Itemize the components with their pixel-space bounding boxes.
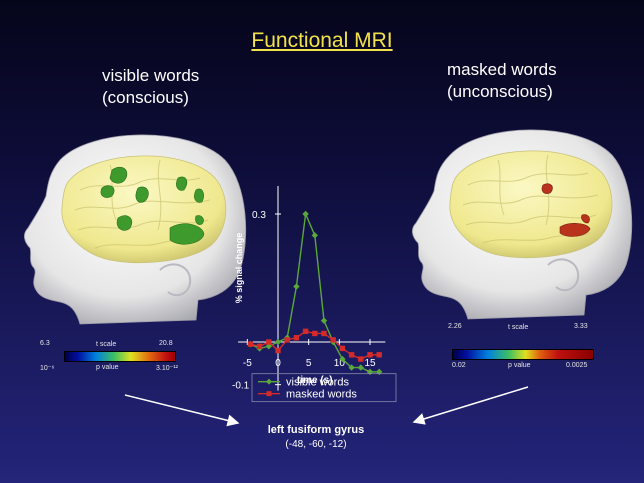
left-t-max: 20.8 (159, 340, 173, 347)
masked-point (367, 352, 373, 358)
right-t-min: 2.26 (448, 323, 462, 330)
right-p-min: 0.02 (452, 362, 466, 369)
ear (159, 263, 192, 297)
masked-point (330, 337, 336, 343)
x-axis-label: time (s) (297, 375, 333, 386)
right-p-max: 0.0025 (566, 362, 588, 369)
left-p-max: 3.10⁻¹² (156, 365, 178, 372)
legend-label: visible words (286, 377, 349, 389)
visible-point (348, 364, 355, 371)
visible-point (357, 364, 364, 371)
x-tick-label: 10 (334, 358, 346, 369)
activation-blobs (100, 166, 205, 245)
visible-point (376, 368, 383, 376)
y-axis-label: % signal change (234, 233, 244, 304)
visible-point (293, 283, 300, 290)
visible-point (320, 317, 328, 324)
x-tick-label: -5 (243, 358, 252, 369)
signal-change-chart: 0.3 -0.1 -5 0 5 10 15 time (s) % signal change vi… (232, 186, 397, 403)
left-color-scale: 6.3 t scale 20.8 10⁻⁶ p value 3.10⁻¹² (40, 340, 190, 372)
masked-point (247, 341, 254, 347)
right-t-label: t scale (508, 324, 529, 331)
visible-point (311, 232, 318, 239)
masked-point (266, 339, 272, 345)
right-t-max: 3.33 (574, 323, 588, 330)
left-colorbar (64, 351, 176, 362)
masked-point (256, 343, 263, 349)
masked-point (348, 352, 355, 358)
left-t-min: 6.3 (40, 340, 50, 347)
right-caption-line2: (unconscious) (447, 82, 553, 101)
right-caption-line1: masked words (447, 60, 557, 79)
visible-point (302, 210, 309, 218)
masked-point (312, 330, 318, 337)
left-t-label: t scale (96, 341, 117, 348)
ear (547, 258, 580, 292)
right-arrow (412, 386, 529, 425)
right-colorbar (452, 349, 594, 360)
right-caption: masked words (unconscious) (447, 59, 557, 103)
legend-box (251, 373, 397, 403)
masked-point (376, 352, 382, 358)
right-brain-render (412, 129, 633, 320)
visible-point (274, 338, 282, 346)
left-caption: visible words (conscious) (102, 65, 199, 109)
masked-point (293, 335, 300, 341)
masked-point (302, 328, 309, 335)
masked-point (339, 345, 346, 352)
left-caption-line1: visible words (102, 66, 200, 85)
left-p-min: 10⁻⁶ (40, 365, 55, 372)
visible-point (339, 355, 346, 363)
masked-point (321, 330, 327, 337)
roi-coords: (-48, -60, -12) (285, 439, 347, 450)
x-tick-label: 15 (364, 358, 376, 369)
right-color-scale: 2.26 t scale 3.33 0.02 p value 0.0025 (448, 323, 598, 369)
masked-point (275, 347, 281, 354)
right-p-label: p value (508, 362, 531, 369)
visible-point (265, 343, 272, 350)
visible-point (366, 368, 374, 376)
activation-blobs (541, 183, 591, 237)
masked-point (358, 356, 364, 362)
slide-title: Functional MRI (251, 29, 393, 52)
masked-point (284, 337, 290, 343)
left-caption-line2: (conscious) (102, 88, 189, 107)
y-tick-label: 0.3 (252, 210, 266, 221)
x-tick-label: 5 (306, 358, 312, 369)
y-tick-label: -0.1 (232, 381, 250, 392)
legend-marker (266, 391, 272, 397)
left-p-label: p value (96, 364, 119, 371)
x-tick-label: 0 (275, 358, 281, 369)
legend-label: masked words (286, 389, 357, 401)
left-brain-render (24, 134, 247, 325)
legend-marker (266, 378, 272, 385)
roi-title: left fusiform gyrus (267, 424, 365, 436)
left-arrow (124, 394, 240, 427)
